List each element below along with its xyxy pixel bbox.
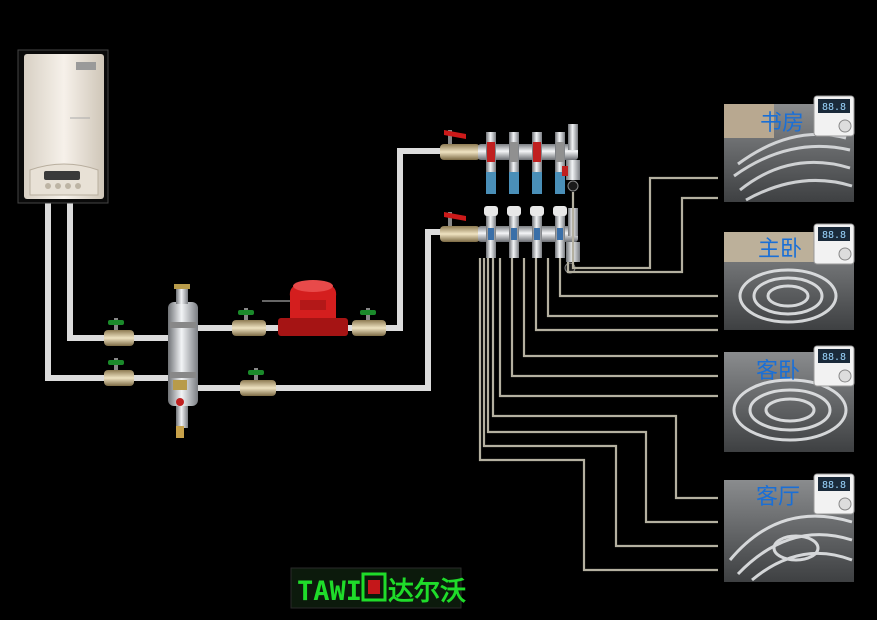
circulation-pump	[262, 280, 348, 336]
floor-loop-pipes	[478, 176, 718, 572]
room-label-study: 书房	[760, 111, 804, 136]
drain-valve	[176, 406, 188, 428]
thermostat-display: 88.8	[822, 230, 846, 241]
valve-pump-inlet	[232, 308, 266, 336]
room-panel-guest-bedroom: 88.8 客卧	[724, 345, 855, 452]
valve-boiler-supply	[104, 318, 134, 346]
room-panel-living-room: 88.8 客厅	[724, 473, 855, 582]
room-panel-master-bedroom: 88.8 主卧	[724, 223, 855, 330]
room-label-living-room: 客厅	[756, 485, 800, 510]
ball-valves	[104, 308, 386, 396]
supply-manifold	[440, 124, 580, 194]
valve-boiler-return	[104, 358, 134, 386]
return-manifold-ports	[484, 206, 567, 258]
room-label-master-bedroom: 主卧	[758, 237, 802, 262]
boiler-logo	[76, 62, 96, 70]
valve-return-line	[240, 368, 276, 396]
thermostat-display: 88.8	[822, 352, 846, 363]
valve-pump-outlet	[352, 308, 386, 336]
supply-pipe	[67, 198, 176, 341]
boiler-display	[44, 171, 80, 180]
boiler-knobs	[45, 183, 81, 189]
brand-logo: TAWI 达尔沃	[290, 567, 466, 609]
air-vent	[176, 286, 188, 304]
thermostat-display: 88.8	[822, 102, 846, 113]
wall-boiler	[17, 49, 109, 204]
supply-manifold-ports	[486, 132, 565, 194]
brand-latin: TAWI	[297, 576, 362, 607]
brand-emblem-icon	[361, 572, 387, 602]
room-label-guest-bedroom: 客卧	[756, 359, 800, 384]
room-panel-study: 88.8 书房	[724, 95, 855, 202]
return-pipe-to-manifold	[196, 229, 448, 391]
brand-chinese: 达尔沃	[388, 576, 466, 607]
thermostat-display: 88.8	[822, 480, 846, 491]
hydraulic-separator	[168, 284, 198, 438]
